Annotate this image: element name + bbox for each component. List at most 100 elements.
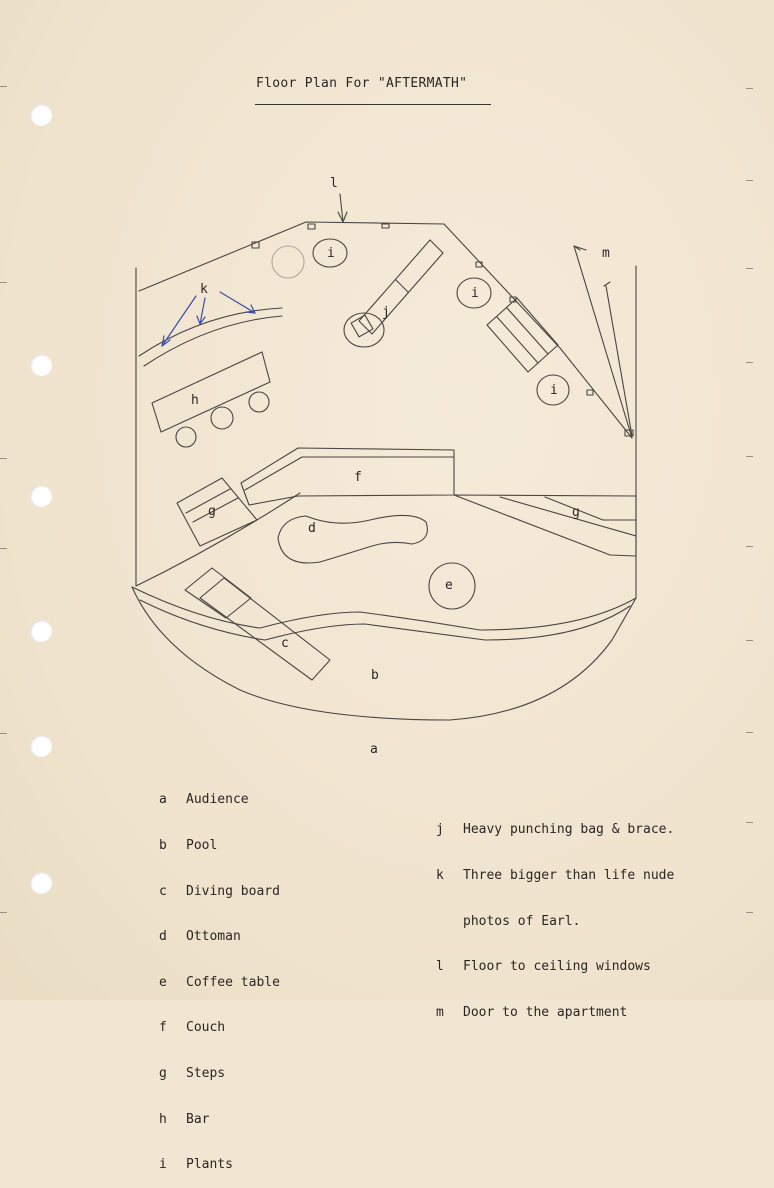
bar-stool xyxy=(248,391,270,413)
legend-item: a Audience xyxy=(159,792,280,807)
door-mark xyxy=(603,281,611,287)
plant xyxy=(312,238,348,268)
edge-tick xyxy=(746,88,753,89)
page-title: Floor Plan For "AFTERMATH" xyxy=(256,76,468,91)
legend-key: f xyxy=(159,1020,167,1036)
title-underline xyxy=(255,104,491,105)
edge-tick xyxy=(746,268,753,269)
legend-text: Ottoman xyxy=(186,929,241,945)
binder-hole xyxy=(30,104,52,126)
window-arrow xyxy=(339,193,344,223)
legend-key: i xyxy=(159,1157,167,1173)
punching-bag xyxy=(343,312,385,348)
legend-text: Bar xyxy=(186,1111,210,1127)
wall-unit-divider xyxy=(506,307,549,355)
paper-sheet xyxy=(0,0,774,1000)
legend-text: photos of Earl. xyxy=(463,913,581,929)
floor-plan-diagram: l m k i i i j h f g g d e c b a xyxy=(131,176,637,757)
legend-key: m xyxy=(436,1004,444,1020)
edge-tick xyxy=(746,732,753,733)
floor-edge xyxy=(135,492,301,587)
edge-tick xyxy=(746,640,753,641)
label-j: j xyxy=(382,305,390,320)
bar-stool xyxy=(175,426,197,448)
photo-arrow xyxy=(199,297,206,325)
plant xyxy=(536,374,570,406)
legend-text: Coffee table xyxy=(186,974,280,990)
steps-left xyxy=(176,477,258,547)
legend-text: Audience xyxy=(186,792,249,808)
photo-arrow xyxy=(161,295,197,347)
legend-key: a xyxy=(159,792,167,808)
label-f: f xyxy=(354,470,362,485)
legend-text: Floor to ceiling windows xyxy=(463,959,651,975)
legend-item: e Coffee table xyxy=(159,975,280,990)
window-arrow-head xyxy=(337,211,348,223)
legend-key: k xyxy=(436,868,444,884)
photos-arc xyxy=(138,307,283,357)
legend-text: Diving board xyxy=(186,883,280,899)
door-line-inner xyxy=(605,285,633,437)
window-mark xyxy=(586,389,594,396)
step-line xyxy=(192,497,239,523)
photo-arrow xyxy=(219,291,256,314)
legend-key: c xyxy=(159,883,167,899)
legend-item: i Plants xyxy=(159,1157,280,1172)
edge-tick xyxy=(0,548,7,549)
diving-board xyxy=(199,577,331,681)
plant xyxy=(456,277,492,309)
binder-hole xyxy=(30,735,52,757)
step-line xyxy=(185,488,231,514)
brace-mark xyxy=(395,279,409,293)
edge-tick xyxy=(0,458,7,459)
bar-counter xyxy=(151,351,271,433)
steps-right xyxy=(453,494,637,557)
label-c: c xyxy=(281,636,289,651)
pool-outline xyxy=(131,586,637,721)
label-b: b xyxy=(371,668,379,683)
window-mark xyxy=(251,241,260,249)
label-a: a xyxy=(370,742,378,757)
edge-tick xyxy=(746,362,753,363)
coffee-table xyxy=(428,562,476,610)
edge-tick xyxy=(0,912,7,913)
legend-key: l xyxy=(436,959,444,975)
punching-bag-base xyxy=(350,314,374,338)
legend-key: b xyxy=(159,838,167,854)
punching-bag-brace xyxy=(358,239,444,335)
legend-text: Three bigger than life nude xyxy=(463,868,675,884)
edge-tick xyxy=(0,282,7,283)
label-l: l xyxy=(330,176,338,191)
photo-arrow-head xyxy=(196,315,206,325)
legend-key: g xyxy=(159,1066,167,1082)
binder-hole xyxy=(30,354,52,376)
window-mark xyxy=(475,261,483,268)
photo-arrow-head xyxy=(161,335,171,347)
round-object xyxy=(271,245,305,279)
legend-text: Plants xyxy=(186,1157,233,1173)
legend-item: k Three bigger than life nude xyxy=(436,868,674,883)
photos-arc-inner xyxy=(143,315,283,367)
legend-item: l Floor to ceiling windows xyxy=(436,959,674,974)
legend-item: m Door to the apartment xyxy=(436,1005,674,1020)
pool-edge-top xyxy=(131,586,637,631)
wall-unit xyxy=(486,297,559,373)
edge-tick xyxy=(746,456,753,457)
label-e: e xyxy=(445,578,453,593)
legend-text: Door to the apartment xyxy=(463,1004,628,1020)
edge-tick xyxy=(0,86,7,87)
window-mark xyxy=(381,223,390,229)
edge-tick xyxy=(746,912,753,913)
wall-unit-divider xyxy=(496,316,539,364)
step-line xyxy=(499,496,637,537)
legend-key: e xyxy=(159,974,167,990)
edge-tick xyxy=(0,733,7,734)
label-d: d xyxy=(308,521,316,536)
photo-arrow-head xyxy=(245,304,256,314)
